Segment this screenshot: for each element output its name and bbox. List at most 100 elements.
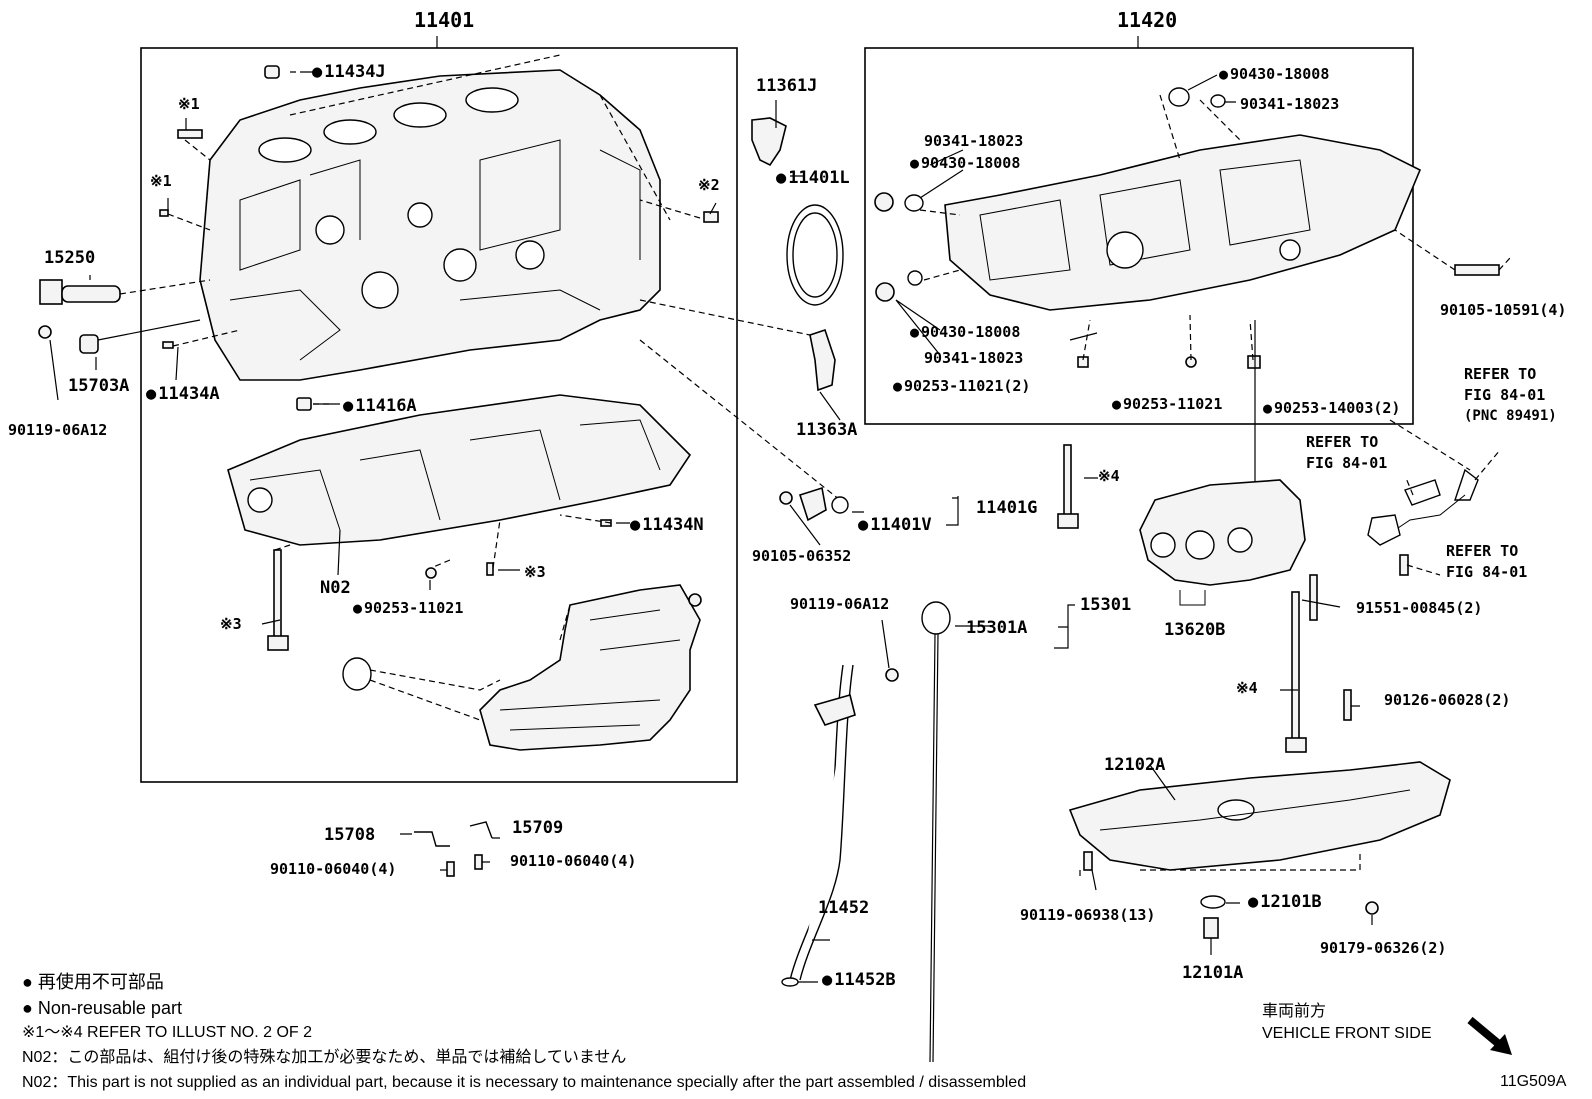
bracket-11401G-lead bbox=[946, 496, 959, 526]
baffle-bolt-shape bbox=[688, 593, 702, 607]
label-90253-11021-r: 90253-11021 bbox=[1112, 394, 1222, 414]
bolt-note3-head-shape bbox=[267, 635, 289, 651]
label-90179-06326-2: 90179-06326(2) bbox=[1320, 939, 1447, 957]
label-refer2-a: REFER TO bbox=[1306, 433, 1379, 451]
plug-90253-14003-shape bbox=[1247, 355, 1261, 369]
plug-11416A-shape bbox=[296, 397, 312, 411]
ring-11401V-shape bbox=[831, 496, 849, 514]
label-refer1-b: FIG 84-01 bbox=[1464, 386, 1546, 404]
oil-pressure-switch-shape bbox=[1454, 468, 1479, 501]
label-91551-00845-2: 91551-00845(2) bbox=[1356, 599, 1483, 617]
label-11434J: 11434J bbox=[312, 62, 385, 82]
label-15250: 15250 bbox=[44, 248, 96, 268]
label-11434A: 11434A bbox=[146, 384, 219, 404]
label-11401G: 11401G bbox=[976, 498, 1038, 518]
label-13620B: 13620B bbox=[1164, 620, 1226, 640]
stud-90126-shape bbox=[1343, 689, 1352, 721]
plug-11434A-shape bbox=[162, 341, 174, 349]
stiffening-crankcase-drawing bbox=[944, 134, 1422, 311]
label-note3-a: ※3 bbox=[524, 563, 546, 581]
label-note4-b: ※4 bbox=[1236, 679, 1258, 697]
plug-90341-a-shape bbox=[1210, 94, 1226, 108]
label-refer1-a: REFER TO bbox=[1464, 365, 1537, 383]
label-refer2-b: FIG 84-01 bbox=[1306, 454, 1388, 472]
bolt-90119-06A12-mid-shape bbox=[885, 668, 899, 682]
label-12101B: 12101B bbox=[1248, 892, 1321, 912]
label-90126-06028-2: 90126-06028(2) bbox=[1384, 691, 1511, 709]
label-note1-b: ※1 bbox=[150, 172, 172, 190]
seal-retainer-shape bbox=[751, 117, 787, 167]
bolt-note3-shape bbox=[273, 549, 282, 641]
label-90110-06040-right: 90110-06040(4) bbox=[510, 852, 637, 870]
stiffening-crankcase-frame bbox=[864, 47, 1414, 425]
label-12101A: 12101A bbox=[1182, 963, 1244, 983]
gasket-12101B-shape bbox=[1200, 895, 1226, 909]
oil-baffle-drawing bbox=[479, 584, 701, 751]
oil-pan-drawing bbox=[1068, 761, 1451, 871]
label-11361J: 11361J bbox=[756, 76, 818, 96]
dipstick-rod bbox=[929, 633, 936, 1063]
label-90110-06040-left: 90110-06040(4) bbox=[270, 860, 397, 878]
legend-nonreusable-jp: ● 再使用不可部品 bbox=[22, 972, 164, 992]
cylinder-block-drawing bbox=[199, 69, 661, 381]
drain-plug-shape bbox=[1203, 917, 1219, 939]
pin-note1-shape bbox=[159, 209, 169, 217]
label-refer3-b: FIG 84-01 bbox=[1446, 563, 1528, 581]
dipstick-rod-edge bbox=[932, 633, 939, 1063]
gasket-90430-b-shape bbox=[904, 194, 924, 212]
gasket-ring-shape bbox=[342, 657, 372, 691]
label-90341-18023-c: 90341-18023 bbox=[924, 349, 1024, 367]
label-90253-11021-2: 90253-11021(2) bbox=[893, 376, 1030, 396]
label-11401L: 11401L bbox=[776, 168, 849, 188]
label-90253-11021-mid: 90253-11021 bbox=[353, 598, 463, 618]
label-90341-18023-a: 90341-18023 bbox=[1240, 95, 1340, 113]
bolt-90110-l-shape bbox=[446, 861, 455, 877]
label-12102A: 12102A bbox=[1104, 755, 1166, 775]
dipstick-group-lead bbox=[1054, 604, 1075, 649]
label-15301A: 15301A bbox=[966, 618, 1028, 638]
label-15708: 15708 bbox=[324, 825, 376, 845]
label-refer3-a: REFER TO bbox=[1446, 542, 1519, 560]
label-note1-a: ※1 bbox=[178, 95, 200, 113]
label-90105-10591-4: 90105-10591(4) bbox=[1440, 301, 1567, 319]
label-11452B: 11452B bbox=[822, 970, 895, 990]
lower-crankcase-drawing bbox=[227, 394, 692, 546]
label-90430-18008-c: 90430-18008 bbox=[910, 322, 1020, 342]
leader-15703A bbox=[97, 319, 201, 341]
label-90341-18023-b: 90341-18023 bbox=[924, 132, 1024, 150]
o-ring-11452B-shape bbox=[781, 977, 799, 987]
label-90430-18008-b: 90430-18008 bbox=[910, 153, 1020, 173]
label-11401V: 11401V bbox=[858, 515, 931, 535]
cylinder-block-frame bbox=[140, 47, 738, 783]
label-note4-a: ※4 bbox=[1098, 467, 1120, 485]
dipstick-guide-bracket bbox=[813, 694, 856, 726]
direction-en: VEHICLE FRONT SIDE bbox=[1262, 1025, 1432, 1042]
bolt-90105-06352-shape bbox=[779, 491, 793, 505]
label-note2: ※2 bbox=[698, 176, 720, 194]
sensor-wire bbox=[1394, 494, 1466, 531]
label-N02: N02 bbox=[320, 578, 351, 598]
bolt-90119-06938-shape bbox=[1083, 851, 1093, 871]
legend-nonreusable-en: ● Non-reusable part bbox=[22, 998, 182, 1018]
legend-refer-note: ※1～※4 REFER TO ILLUST NO. 2 OF 2 bbox=[22, 1024, 313, 1041]
plug-11434J-shape bbox=[264, 65, 280, 79]
plug-90341-c-shape bbox=[875, 282, 895, 302]
bolt-90110-r-shape bbox=[474, 854, 483, 870]
label-15709: 15709 bbox=[512, 818, 564, 838]
label-11363A: 11363A bbox=[796, 420, 858, 440]
bolt-note4-top-shape bbox=[1063, 444, 1072, 521]
label-11434N: 11434N bbox=[630, 515, 703, 535]
arrow-down-right-icon bbox=[1467, 1016, 1512, 1055]
label-90119-06A12-left: 90119-06A12 bbox=[8, 421, 108, 439]
direction-jp: 車両前方 bbox=[1262, 1003, 1327, 1020]
nut-90179-shape bbox=[1365, 901, 1379, 915]
label-90119-06A12-mid: 90119-06A12 bbox=[790, 595, 890, 613]
dipstick-handle-shape bbox=[921, 601, 951, 635]
figure-code: 11G509A bbox=[1500, 1073, 1567, 1090]
oil-pump-drawing bbox=[1139, 479, 1306, 606]
bolt-note4-long-shape bbox=[1291, 591, 1300, 743]
label-refer1-c: (PNC 89491) bbox=[1464, 408, 1557, 424]
label-11416A: 11416A bbox=[343, 396, 416, 416]
label-15301: 15301 bbox=[1080, 595, 1132, 615]
